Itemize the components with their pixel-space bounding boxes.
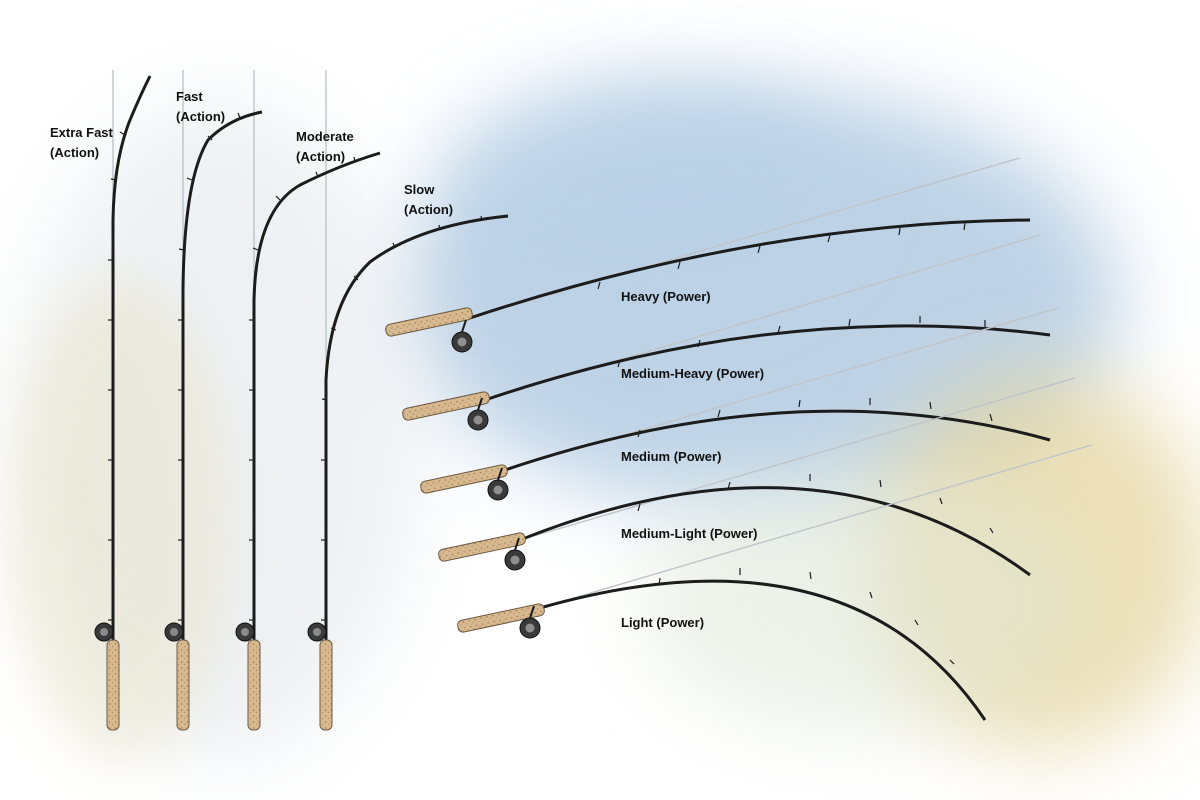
label-fast-action: Fast (Action)	[176, 87, 225, 127]
label-line: (Action)	[176, 109, 226, 124]
label-medium-light-power: Medium-Light (Power)	[621, 526, 758, 541]
rod-medium-light	[438, 377, 1076, 577]
rod-heavy	[385, 157, 1031, 353]
rod-medium	[420, 307, 1059, 501]
label-line: Slow	[404, 182, 435, 197]
label-medium-heavy-power: Medium-Heavy (Power)	[621, 366, 765, 381]
label-line: Moderate	[296, 129, 354, 144]
label-line: (Action)	[404, 202, 454, 217]
rod-slow	[307, 214, 509, 731]
label-moderate-action: Moderate (Action)	[296, 127, 354, 167]
label-slow-action: Slow (Action)	[404, 180, 453, 220]
power-rods	[385, 157, 1093, 721]
label-heavy-power: Heavy (Power)	[621, 289, 711, 304]
rod-medium-heavy	[402, 234, 1051, 431]
rod-extra-fast	[94, 75, 152, 731]
rod-moderate	[235, 151, 381, 731]
rod-fast	[164, 110, 263, 731]
label-extra-fast-action: Extra Fast (Action)	[50, 123, 113, 163]
label-medium-power: Medium (Power)	[621, 449, 722, 464]
label-line: Extra Fast	[50, 125, 113, 140]
label-line: (Action)	[50, 145, 100, 160]
label-line: (Action)	[296, 149, 346, 164]
action-rods	[94, 70, 509, 731]
label-line: Fast	[176, 89, 203, 104]
rod-light	[457, 444, 1093, 721]
label-light-power: Light (Power)	[621, 615, 705, 630]
